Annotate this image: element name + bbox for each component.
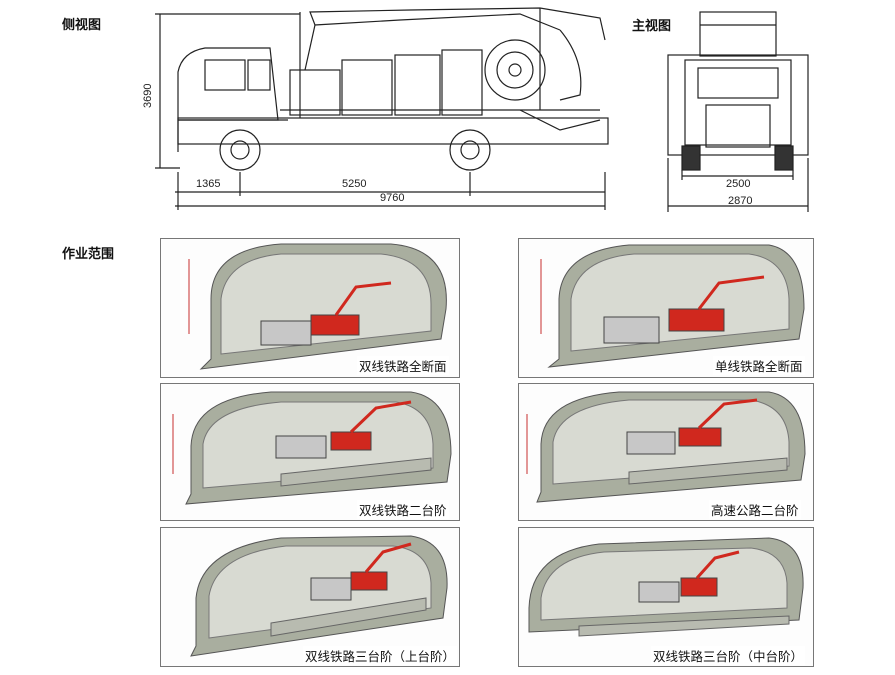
side-view-heading: 侧视图: [62, 18, 102, 33]
panel-caption: 双线铁路二台阶: [357, 500, 449, 519]
tunnel-illustration: [540, 244, 805, 368]
panel-highway-two-bench: 高速公路二台阶: [518, 383, 814, 521]
panel-double-line-three-bench-upper: 双线铁路三台阶（上台阶）: [160, 527, 460, 667]
panel-caption: 单线铁路全断面: [713, 356, 805, 375]
front-overhang-dimension: 1365: [196, 178, 221, 190]
wheelbase-dimension: 5250: [342, 178, 367, 190]
panel-double-line-two-bench: 双线铁路二台阶: [160, 383, 460, 521]
panel-caption: 双线铁路全断面: [357, 356, 449, 375]
work-range-heading: 作业范围: [62, 247, 115, 262]
width-dimension: 2870: [728, 195, 753, 207]
track-dimension: 2500: [726, 178, 751, 190]
front-view-heading: 主视图: [632, 19, 672, 34]
tunnel-illustration: [188, 243, 447, 370]
panel-double-line-full-section: 双线铁路全断面: [160, 238, 460, 378]
tunnel-illustration: [528, 537, 804, 637]
panel-single-line-full-section: 单线铁路全断面: [518, 238, 814, 378]
length-dimension: 9760: [380, 192, 405, 204]
panel-caption: 双线铁路三台阶（中台阶）: [651, 646, 806, 665]
tunnel-illustration: [526, 391, 806, 503]
tunnel-illustration: [172, 391, 452, 505]
panel-caption: 高速公路二台阶: [709, 500, 801, 519]
panel-caption: 双线铁路三台阶（上台阶）: [303, 646, 458, 665]
tunnel-illustration: [190, 535, 448, 657]
panel-double-line-three-bench-middle: 双线铁路三台阶（中台阶）: [518, 527, 814, 667]
